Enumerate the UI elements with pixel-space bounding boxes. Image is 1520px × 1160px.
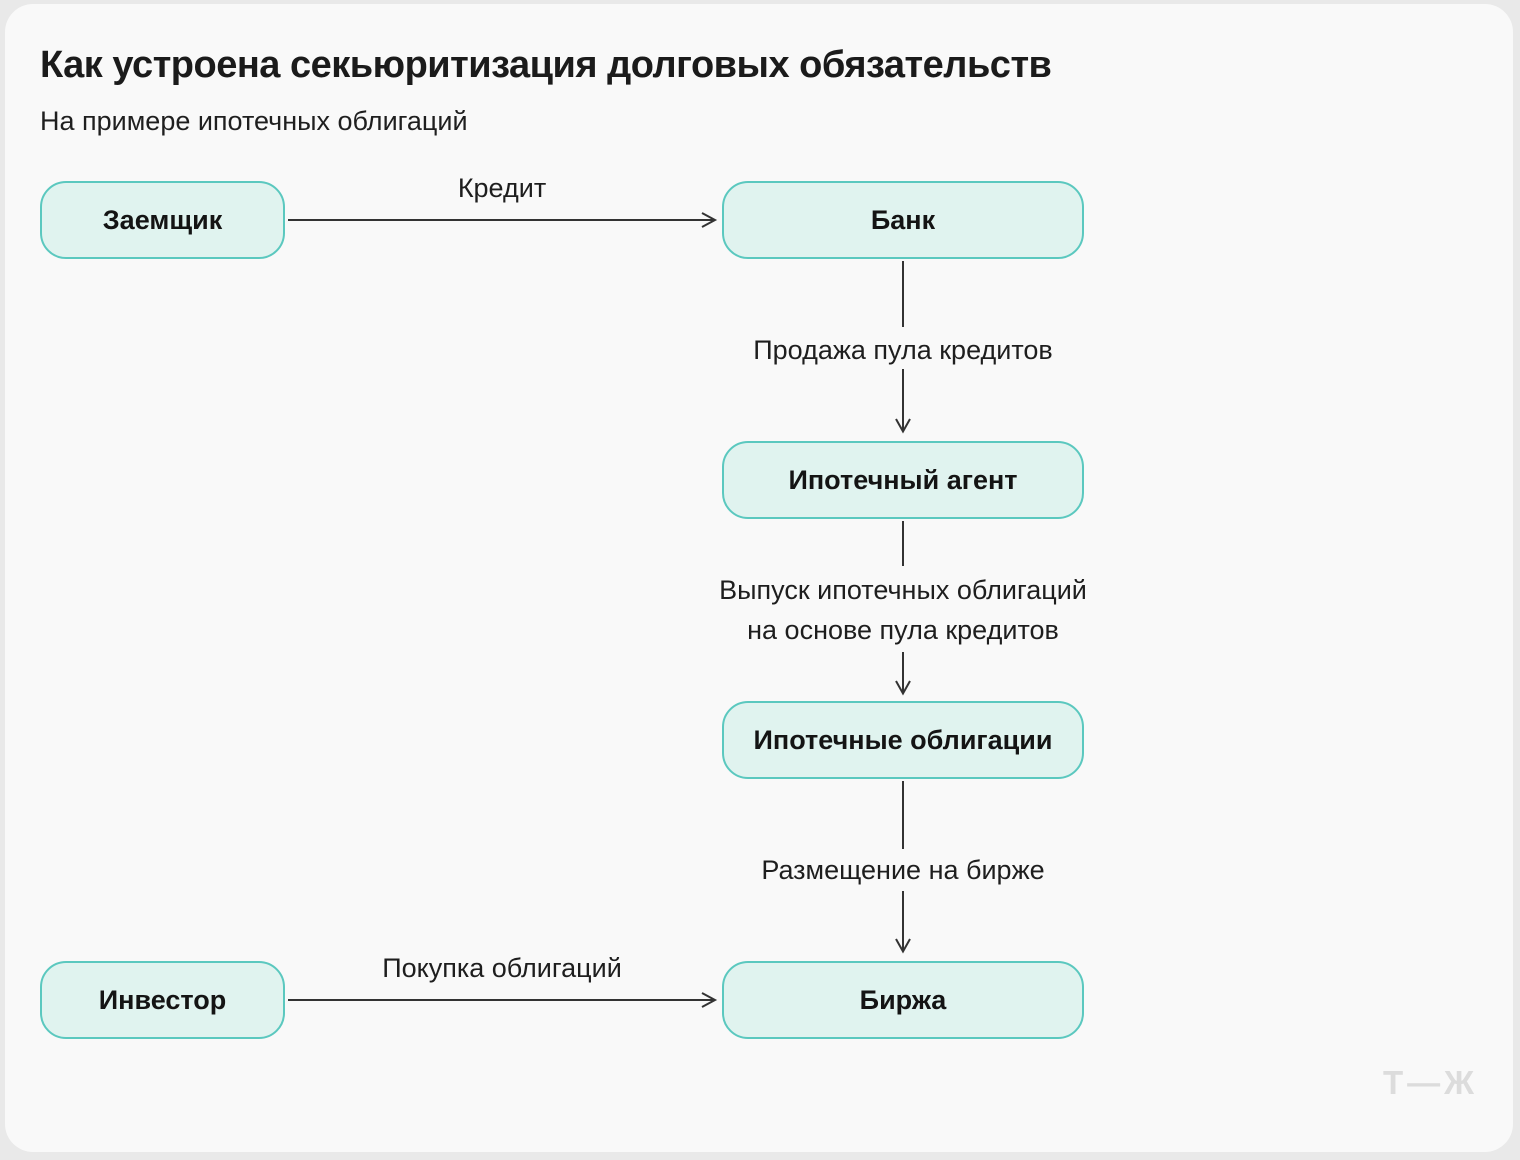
edge-label-bond-issue-line1: Выпуск ипотечных облигаций [719, 575, 1087, 605]
node-investor: Инвестор [40, 961, 285, 1039]
page-title: Как устроена секьюритизация долговых обя… [40, 44, 1052, 86]
node-mortgage-bonds-label: Ипотечные облигации [753, 724, 1053, 755]
node-bank: Банк [722, 181, 1084, 259]
edge-label-placement: Размещение на бирже [761, 855, 1045, 885]
page-subtitle: На примере ипотечных облигаций [40, 106, 468, 136]
edge-label-pool-sale: Продажа пула кредитов [753, 335, 1053, 365]
node-investor-label: Инвестор [98, 984, 227, 1015]
node-borrower-label: Заемщик [102, 204, 223, 235]
edge-label-purchase: Покупка облигаций [382, 953, 622, 983]
edge-label-credit: Кредит [457, 173, 547, 203]
node-exchange: Биржа [722, 961, 1084, 1039]
edge-label-bond-issue: Выпуск ипотечных облигаций на основе пул… [719, 570, 1087, 650]
node-exchange-label: Биржа [859, 984, 947, 1015]
node-borrower: Заемщик [40, 181, 285, 259]
edge-label-bond-issue-line2: на основе пула кредитов [747, 615, 1059, 645]
node-mortgage-bonds: Ипотечные облигации [722, 701, 1084, 779]
node-mortgage-agent: Ипотечный агент [722, 441, 1084, 519]
node-bank-label: Банк [870, 204, 936, 235]
node-mortgage-agent-label: Ипотечный агент [788, 464, 1018, 495]
tj-logo: Т—Ж [1383, 1064, 1478, 1101]
